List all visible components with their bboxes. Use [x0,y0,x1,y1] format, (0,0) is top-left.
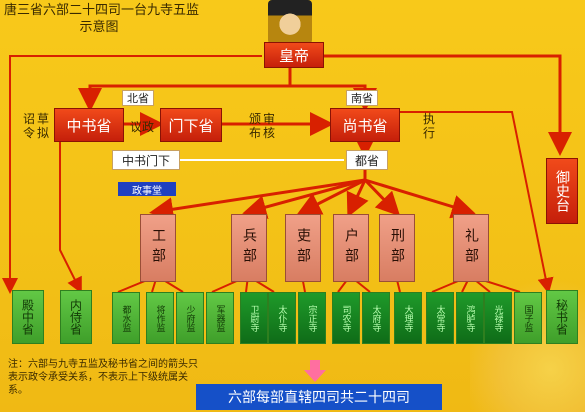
office-4: 少府监 [176,292,204,344]
shenhe-label: 审核 [262,112,275,140]
beisheng-label: 北省 [122,90,154,106]
emperor-box: 皇帝 [264,42,324,68]
zhixing-label: 执行 [422,112,435,140]
office-14: 光禄寺 [484,292,512,344]
yizheng-label: 议政 [130,120,155,134]
shangshu-sheng-box: 尚书省 [330,108,400,142]
dept-xingbu: 刑部 [379,214,415,282]
office-0: 殿中省 [12,290,44,344]
zhongshu-sheng-box: 中书省 [54,108,124,142]
summary-banner: 六部每部直辖四司共二十四司 [196,384,442,410]
title-line-2: 示意图 [79,20,119,35]
office-16: 秘书省 [546,290,578,344]
dept-gongbu: 工部 [140,214,176,282]
office-12: 太常寺 [426,292,454,344]
dept-hubu: 户部 [333,214,369,282]
diagram-title: 唐三省六部二十四司一台九寺五监 示意图 [4,2,254,36]
bansong-label: 颁布 [248,112,261,140]
zhaoling-label: 诏令 [22,112,35,140]
yushitai-box: 御史台 [546,158,578,224]
arrow-zhongshu-neishi [59,140,82,294]
zhongshu-menxia-box: 中书门下 [112,150,180,170]
down-arrow-icon [304,360,326,382]
office-13: 鸿胪寺 [456,292,484,344]
office-15: 国子监 [514,292,542,344]
office-2: 都水监 [112,292,140,344]
arrow-emperor-zhongshu [78,66,292,112]
office-11: 大理寺 [394,292,422,344]
office-8: 宗正寺 [298,292,326,344]
office-9: 司农寺 [332,292,360,344]
menxia-sheng-box: 门下省 [160,108,222,142]
dusheng-box: 都省 [346,150,388,170]
lines-libu-offices [431,275,521,293]
emperor-portrait-icon [268,0,312,44]
office-10: 太府寺 [362,292,390,344]
office-6: 卫尉寺 [240,292,268,344]
arrow-emperor-dianzhong [2,55,262,294]
title-line-1: 唐三省六部二十四司一台九寺五监 [4,3,200,18]
office-7: 太仆寺 [268,292,296,344]
zhengshitang-label: 政事堂 [118,182,176,197]
nansheng-label: 南省 [346,90,378,106]
office-1: 内侍省 [60,290,92,344]
office-3: 将作监 [146,292,174,344]
dept-bingbu: 兵部 [231,214,267,282]
caoni-label: 草拟 [36,112,49,140]
dept-libu-official: 吏部 [285,214,321,282]
footnote: 注：六部与九寺五监及秘书省之间的箭头只表示政令承受关系，不表示上下级统属关系。 [8,359,198,396]
office-5: 军器监 [206,292,234,344]
dept-libu-rites: 礼部 [453,214,489,282]
arrow-emperor-yushitai [320,54,572,156]
